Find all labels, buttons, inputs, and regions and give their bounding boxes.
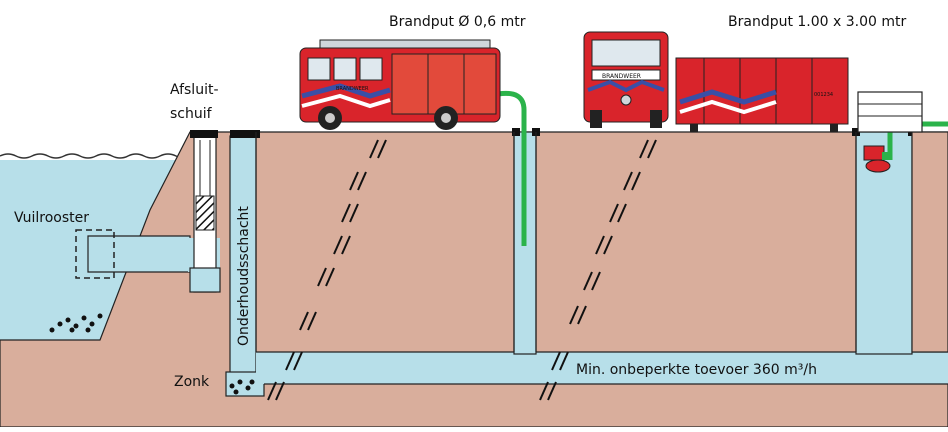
fire-truck-front: BRANDWEER	[583, 31, 669, 128]
label-onderhoudsschacht: Onderhoudsschacht	[236, 206, 252, 346]
supply-conduit	[256, 351, 948, 385]
label-zonk: Zonk	[174, 374, 210, 390]
pump-head	[863, 145, 892, 173]
chamber-outlines	[255, 132, 857, 352]
label-brandput-rect: Brandput 1.00 x 3.00 mtr	[728, 14, 907, 30]
pump-unit-id: 001234	[814, 92, 833, 98]
debris	[49, 313, 255, 395]
label-afsluit-line2: schuif	[170, 106, 213, 122]
fire-truck-side: BRANDWEER	[299, 39, 501, 130]
truck-side-logo: BRANDWEER	[336, 86, 369, 92]
water-tank-cabinet	[857, 91, 923, 133]
label-brandput-round: Brandput Ø 0,6 mtr	[389, 14, 526, 30]
label-toevoer: Min. onbeperkte toevoer 360 m³/h	[576, 362, 817, 378]
trash-grate	[75, 229, 115, 279]
break-marks	[267, 139, 657, 401]
well-rect	[852, 128, 948, 355]
label-afsluit-line1: Afsluit-	[170, 82, 219, 98]
pump-unit: 001234	[675, 57, 849, 132]
truck-front-logo: BRANDWEER	[602, 73, 641, 80]
label-vuilrooster: Vuilrooster	[14, 210, 89, 226]
gate-valve-shaft	[189, 130, 221, 293]
maintenance-shaft	[225, 130, 265, 397]
